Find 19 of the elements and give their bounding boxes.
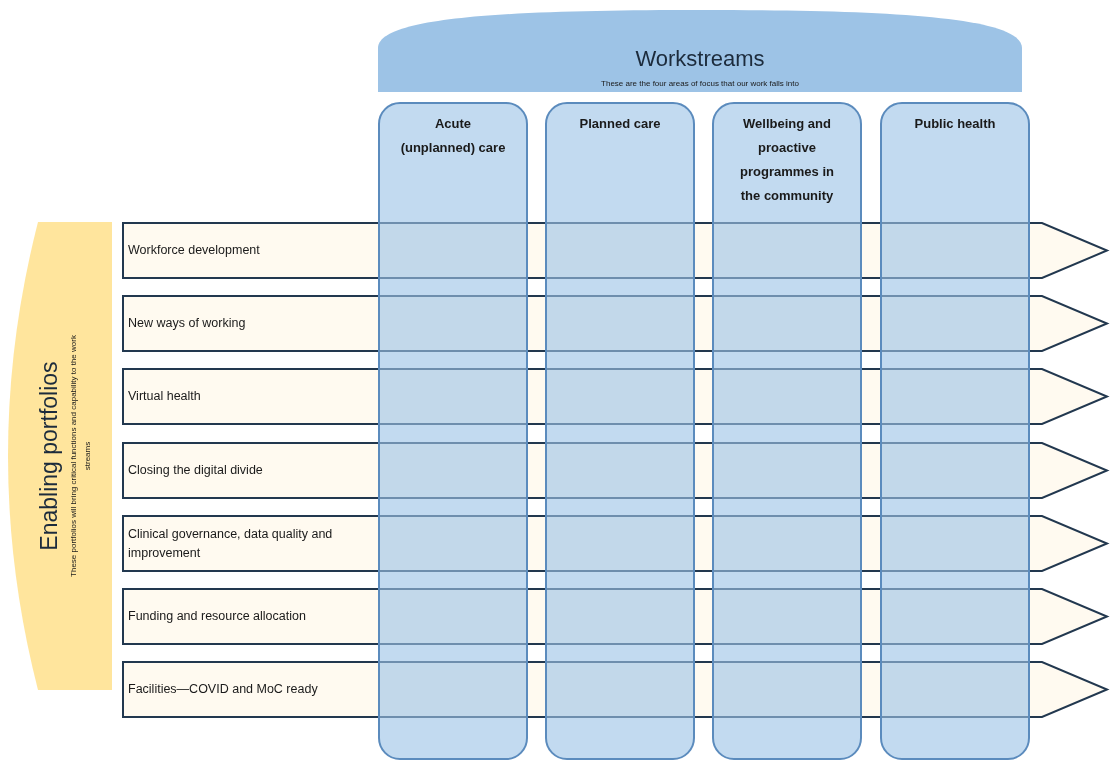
row-label: Facilities—COVID and MoC ready [128,681,318,698]
row-label: New ways of working [128,315,246,332]
row-label: Workforce development [128,242,260,259]
column-heading: Wellbeing and proactive programmes in the community [739,115,835,205]
column-panel [712,102,862,760]
section-subtitle: These are the four areas of focus that our work falls into [601,79,799,88]
column-panel [880,102,1030,760]
column-panel [545,102,695,760]
section-title: Workstreams [635,46,765,72]
column-heading: Acute (unplanned) care [399,115,507,157]
column-heading: Public health [913,115,997,133]
row-label: Closing the digital divide [128,462,263,479]
row-label: Clinical governance, data quality and improvement [128,525,334,562]
column-panel [378,102,528,760]
column-heading: Planned care [578,115,662,133]
row-label: Funding and resource allocation [128,608,306,625]
row-label: Virtual health [128,388,201,405]
section-subtitle: These portfolios will bring critical functions and capability to the work streams [68,334,93,579]
section-title: Enabling portfolios [36,361,63,551]
